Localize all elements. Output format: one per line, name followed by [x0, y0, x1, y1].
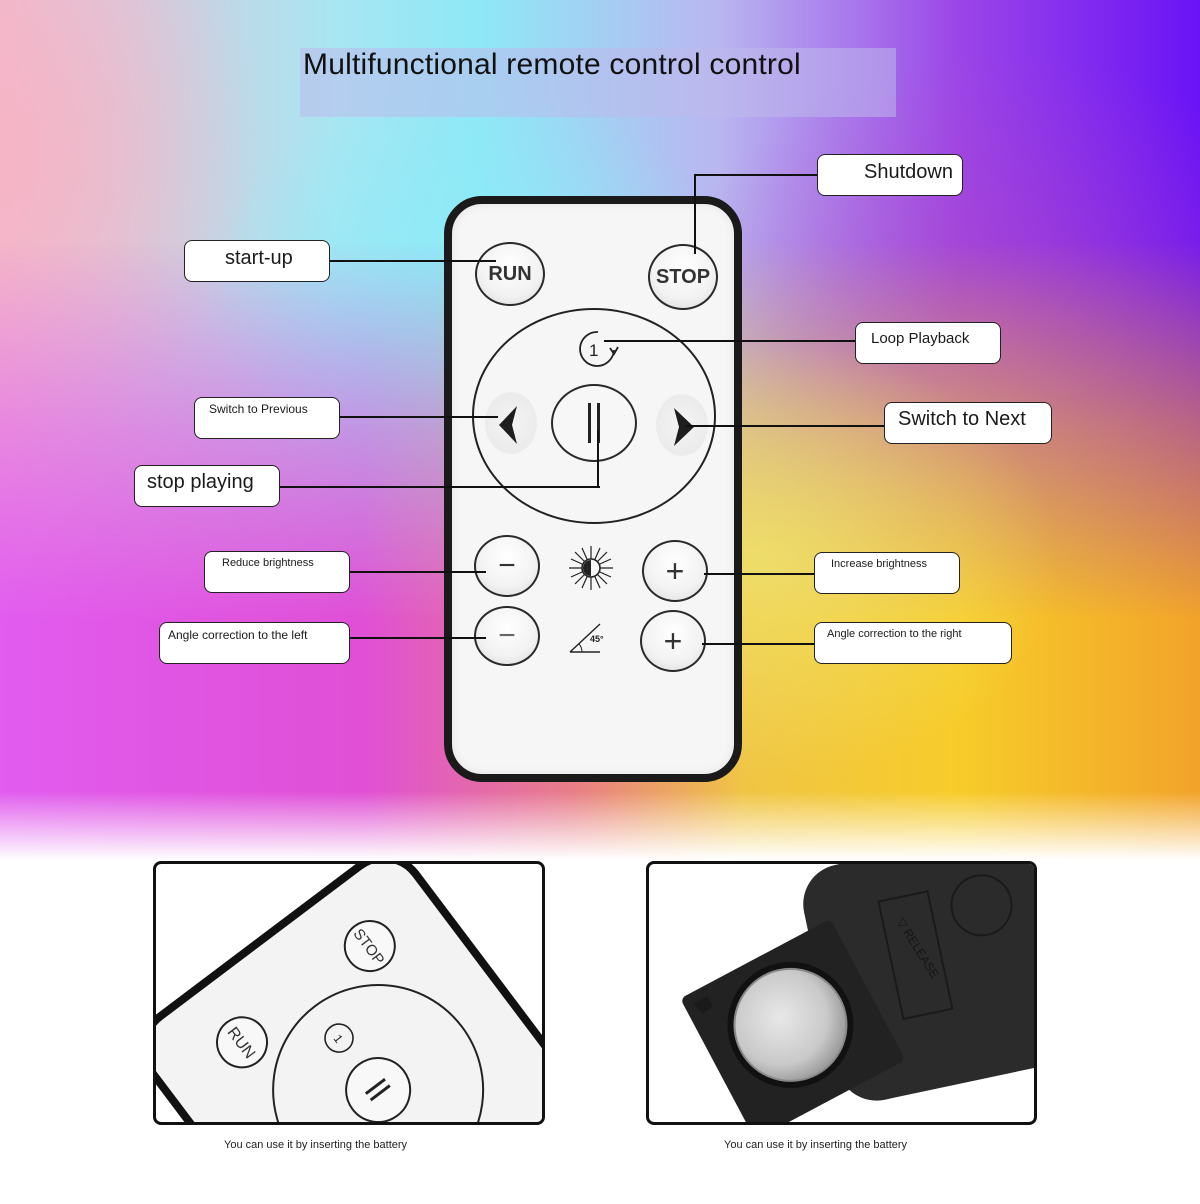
leader-line-stop-playing [280, 486, 600, 488]
callout-increase-text: Increase brightness [831, 558, 927, 570]
callout-switch-previous: Switch to Previous [194, 397, 340, 439]
leader-line-startup [330, 260, 496, 262]
next-icon [674, 408, 694, 446]
callout-reduce-brightness: Reduce brightness [204, 551, 350, 593]
previous-icon [499, 406, 517, 444]
leader-line-next [686, 425, 886, 427]
callout-reduce-text: Reduce brightness [222, 557, 314, 569]
loop-button[interactable]: 1 [570, 326, 622, 372]
leader-line-stop-playing-vertical [597, 430, 599, 488]
panel-1-caption: You can use it by inserting the battery [224, 1139, 408, 1151]
loop-once-icon: 1 [579, 331, 619, 367]
pause-icon [588, 403, 600, 443]
angle-icon: 45° [568, 620, 614, 656]
callout-loop-playback: Loop Playback [855, 322, 1001, 364]
panel-remote-closeup: RUN STOP 1 [153, 861, 545, 1125]
remote-closeup-image: RUN STOP 1 [156, 864, 542, 1122]
plus-label: + [665, 552, 685, 589]
stop-label: STOP [655, 265, 711, 288]
callout-angle-right: Angle correction to the right [814, 622, 1012, 664]
callout-angle-left-text: Angle correction to the left [168, 628, 308, 642]
leader-line-loop [604, 340, 856, 342]
leader-line-shutdown [694, 174, 818, 176]
leader-line-angle-left [350, 637, 486, 639]
leader-line-previous [340, 416, 498, 418]
stop-button[interactable]: STOP [648, 244, 718, 310]
callout-stop-playing: stop playing [134, 465, 280, 507]
title-band [300, 48, 896, 117]
minus-label: − [498, 549, 516, 582]
panel-2-caption: You can use it by inserting the battery [724, 1139, 908, 1151]
callout-next-text: Switch to Next [898, 408, 1026, 430]
page-title: Multifunctional remote control control [303, 48, 801, 81]
svg-text:1: 1 [589, 341, 598, 360]
callout-switch-next: Switch to Next [884, 402, 1052, 444]
previous-button[interactable] [485, 392, 537, 454]
panel-battery-compartment: ▽ RELEASE [646, 861, 1037, 1125]
run-label: RUN [488, 262, 532, 285]
svg-text:45°: 45° [590, 634, 604, 644]
leader-line-shutdown-vertical [694, 174, 696, 254]
callout-angle-left: Angle correction to the left [159, 622, 350, 664]
callout-startup: start-up [184, 240, 330, 282]
callout-stop-playing-text: stop playing [147, 471, 254, 493]
minus-label: − [498, 619, 516, 652]
callout-increase-brightness: Increase brightness [814, 552, 960, 594]
callout-angle-right-text: Angle correction to the right [827, 628, 962, 640]
plus-label: + [663, 622, 683, 659]
callout-previous-text: Switch to Previous [209, 402, 308, 416]
angle-minus-button[interactable]: − [474, 606, 540, 666]
leader-line-increase [704, 573, 816, 575]
callout-loop-text: Loop Playback [871, 330, 970, 347]
leader-line-reduce [350, 571, 486, 573]
brightness-icon [566, 544, 616, 592]
run-button[interactable]: RUN [475, 242, 545, 306]
pause-button[interactable] [551, 384, 637, 462]
battery-compartment-image: ▽ RELEASE [682, 864, 1034, 1122]
callout-startup-text: start-up [225, 247, 293, 269]
callout-shutdown-text: Shutdown [864, 161, 953, 183]
brightness-plus-button[interactable]: + [642, 540, 708, 602]
angle-plus-button[interactable]: + [640, 610, 706, 672]
callout-shutdown: Shutdown [817, 154, 963, 196]
brightness-minus-button[interactable]: − [474, 535, 540, 597]
leader-line-angle-right [702, 643, 816, 645]
